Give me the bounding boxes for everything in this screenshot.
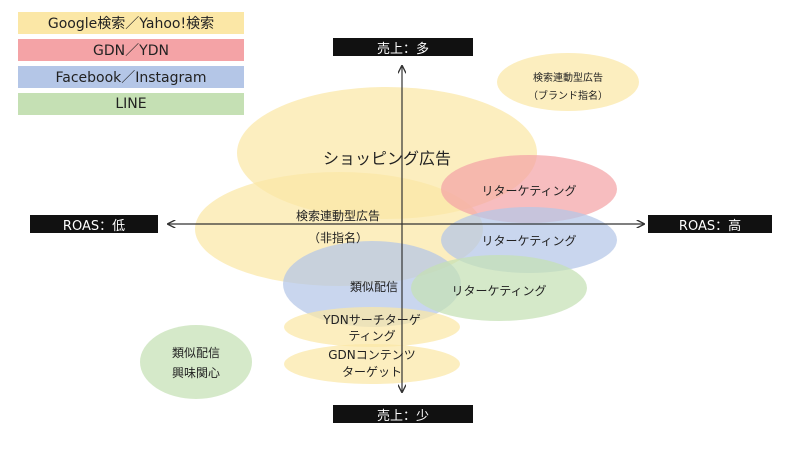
axis-label-text: 売上：多: [376, 41, 429, 57]
label-line: GDNコンテンツ: [328, 348, 416, 362]
label-line: 興味関心: [171, 366, 220, 380]
legend-label: LINE: [115, 96, 147, 112]
line-retargeting-label: リターケティング: [451, 284, 547, 298]
ydn-search-target-label: YDNサーチターゲ ティング: [312, 312, 432, 344]
line-retargeting-ellipse: [411, 255, 587, 321]
legend-label: Google検索／Yahoo!検索: [47, 16, 215, 32]
legend-label: Facebook／Instagram: [55, 70, 207, 86]
label-line: 検索連動型広告: [295, 209, 380, 223]
axis-label-text: ROAS：低: [62, 218, 126, 234]
label-line: ターゲット: [341, 365, 402, 379]
ydn-search-target-ellipse: [284, 307, 460, 347]
gdn-contents-label: GDNコンテンツ ターゲット: [312, 347, 432, 381]
axis-label-roas-high: ROAS：高: [648, 215, 772, 234]
legend-google-yahoo-search: Google検索／Yahoo!検索: [18, 12, 244, 34]
gdn-retargeting-label: リターケティング: [481, 184, 577, 198]
legend-facebook-instagram: Facebook／Instagram: [18, 66, 244, 88]
legend-line: LINE: [18, 93, 244, 115]
shopping-label: ショッピング広告: [322, 149, 451, 168]
label-line: 検索連動型広告: [533, 73, 603, 84]
axis-label-text: ROAS：高: [678, 218, 742, 234]
label-line: ティング: [348, 329, 396, 343]
label-line: 類似配信: [171, 346, 220, 360]
search-brand-label: 検索連動型広告 （ブランド指名）: [508, 70, 628, 106]
label-line: （ブランド指名）: [528, 91, 608, 102]
line-lookalike-ellipse: [140, 325, 252, 399]
fb-lookalike-ellipse: [283, 241, 461, 327]
line-lookalike-label: 類似配信 興味関心: [156, 343, 236, 383]
fb-lookalike-label: 類似配信: [349, 280, 398, 294]
axis-label-text: 売上：少: [376, 408, 429, 424]
legend-label: GDN／YDN: [93, 43, 169, 59]
axis-label-sales-high: 売上：多: [333, 38, 473, 57]
legend-gdn-ydn: GDN／YDN: [18, 39, 244, 61]
gdn-retargeting-ellipse: [441, 155, 617, 223]
fb-retargeting-label: リターケティング: [481, 234, 577, 248]
label-line: （非指名）: [307, 231, 368, 245]
search-brand-ellipse: [497, 53, 639, 111]
label-line: YDNサーチターゲ: [323, 313, 421, 327]
search-nonbrand-label: 検索連動型広告 （非指名）: [268, 205, 408, 249]
axis-label-sales-low: 売上：少: [333, 405, 473, 424]
gdn-contents-ellipse: [284, 344, 460, 384]
axis-label-roas-low: ROAS：低: [30, 215, 158, 234]
